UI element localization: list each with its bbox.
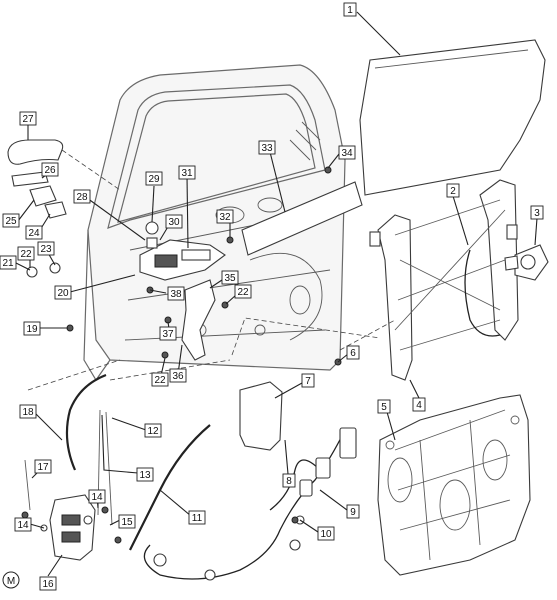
callout-13: 13 bbox=[136, 467, 154, 482]
svg-text:9: 9 bbox=[350, 507, 356, 518]
callout-26: 26 bbox=[41, 162, 59, 177]
door-module-panel bbox=[377, 394, 531, 576]
svg-text:26: 26 bbox=[44, 165, 56, 176]
callout-2: 2 bbox=[446, 183, 460, 198]
wiring-harness bbox=[143, 427, 357, 581]
callout-30: 30 bbox=[165, 214, 183, 229]
svg-text:27: 27 bbox=[22, 114, 34, 125]
svg-text:7: 7 bbox=[305, 376, 311, 387]
callout-22-upper: 22 bbox=[234, 284, 252, 299]
svg-text:22: 22 bbox=[154, 375, 166, 386]
callout-4: 4 bbox=[412, 397, 426, 412]
svg-text:3: 3 bbox=[534, 208, 540, 219]
svg-text:37: 37 bbox=[162, 329, 174, 340]
window-regulator bbox=[369, 179, 519, 381]
svg-text:22: 22 bbox=[20, 249, 32, 260]
svg-text:4: 4 bbox=[416, 400, 422, 411]
svg-text:18: 18 bbox=[22, 407, 34, 418]
callout-labels: 1 2 3 4 5 6 7 8 9 10 11 12 13 14 14 15 1… bbox=[0, 2, 544, 591]
callout-10: 10 bbox=[317, 526, 335, 541]
svg-text:36: 36 bbox=[172, 371, 184, 382]
callout-18: 18 bbox=[19, 404, 37, 419]
svg-text:12: 12 bbox=[147, 426, 159, 437]
callout-5: 5 bbox=[377, 399, 391, 414]
callout-29: 29 bbox=[145, 171, 163, 186]
trim-strip bbox=[241, 181, 363, 256]
callout-6: 6 bbox=[346, 345, 360, 360]
callout-8: 8 bbox=[282, 473, 296, 488]
bracket bbox=[161, 279, 229, 361]
callout-17: 17 bbox=[34, 459, 52, 474]
door-cables bbox=[24, 373, 211, 551]
svg-text:10: 10 bbox=[320, 529, 332, 540]
svg-text:16: 16 bbox=[42, 579, 54, 590]
diagram-badge: M bbox=[2, 571, 20, 589]
callout-34: 34 bbox=[338, 145, 356, 160]
callout-16: 16 bbox=[39, 576, 57, 591]
callout-23: 23 bbox=[37, 241, 55, 256]
svg-text:30: 30 bbox=[168, 217, 180, 228]
svg-text:31: 31 bbox=[181, 168, 193, 179]
svg-text:22: 22 bbox=[237, 287, 249, 298]
leader-lines bbox=[13, 11, 538, 577]
svg-text:33: 33 bbox=[261, 143, 273, 154]
callout-25: 25 bbox=[2, 213, 20, 228]
svg-text:19: 19 bbox=[26, 324, 38, 335]
callout-37: 37 bbox=[159, 326, 177, 341]
svg-text:34: 34 bbox=[341, 148, 353, 159]
svg-text:5: 5 bbox=[381, 402, 387, 413]
svg-text:8: 8 bbox=[286, 476, 292, 487]
svg-text:11: 11 bbox=[192, 513, 203, 524]
callout-9: 9 bbox=[346, 504, 360, 519]
svg-text:28: 28 bbox=[76, 192, 88, 203]
regulator-motor bbox=[504, 244, 549, 281]
callout-24: 24 bbox=[25, 225, 43, 240]
callout-31: 31 bbox=[178, 165, 196, 180]
door-latch bbox=[40, 494, 96, 561]
svg-text:1: 1 bbox=[347, 5, 353, 16]
callout-3: 3 bbox=[530, 205, 544, 220]
svg-text:M: M bbox=[7, 576, 15, 587]
svg-text:24: 24 bbox=[28, 228, 40, 239]
svg-text:13: 13 bbox=[139, 470, 151, 481]
callout-7: 7 bbox=[301, 373, 315, 388]
svg-text:14: 14 bbox=[91, 492, 103, 503]
svg-text:38: 38 bbox=[170, 289, 182, 300]
svg-text:25: 25 bbox=[5, 216, 17, 227]
callout-11: 11 bbox=[188, 510, 206, 525]
callout-33: 33 bbox=[258, 140, 276, 155]
cover-block bbox=[239, 381, 283, 451]
callout-1: 1 bbox=[343, 2, 357, 17]
callout-38: 38 bbox=[167, 286, 185, 301]
callout-32: 32 bbox=[216, 209, 234, 224]
svg-text:20: 20 bbox=[57, 288, 69, 299]
outside-handle bbox=[7, 139, 121, 219]
callout-22-lower: 22 bbox=[151, 372, 169, 387]
callout-22-left: 22 bbox=[17, 246, 35, 261]
callout-14-right: 14 bbox=[88, 489, 106, 504]
callout-35: 35 bbox=[221, 270, 239, 285]
svg-text:23: 23 bbox=[40, 244, 52, 255]
callout-27: 27 bbox=[19, 111, 37, 126]
svg-text:2: 2 bbox=[450, 186, 456, 197]
svg-text:35: 35 bbox=[224, 273, 236, 284]
svg-text:15: 15 bbox=[121, 517, 133, 528]
window-glass bbox=[359, 39, 546, 196]
callout-12: 12 bbox=[144, 423, 162, 438]
callout-14-left: 14 bbox=[14, 517, 32, 532]
callout-19: 19 bbox=[23, 321, 41, 336]
callout-15: 15 bbox=[118, 514, 136, 529]
inside-handle bbox=[139, 221, 226, 281]
svg-text:32: 32 bbox=[219, 212, 231, 223]
callout-28: 28 bbox=[73, 189, 91, 204]
callout-36: 36 bbox=[169, 368, 187, 383]
svg-text:17: 17 bbox=[37, 462, 49, 473]
callout-20: 20 bbox=[54, 285, 72, 300]
svg-text:14: 14 bbox=[17, 520, 29, 531]
svg-text:29: 29 bbox=[148, 174, 160, 185]
svg-text:6: 6 bbox=[350, 348, 356, 359]
callout-21: 21 bbox=[0, 255, 17, 270]
svg-text:21: 21 bbox=[2, 258, 14, 269]
